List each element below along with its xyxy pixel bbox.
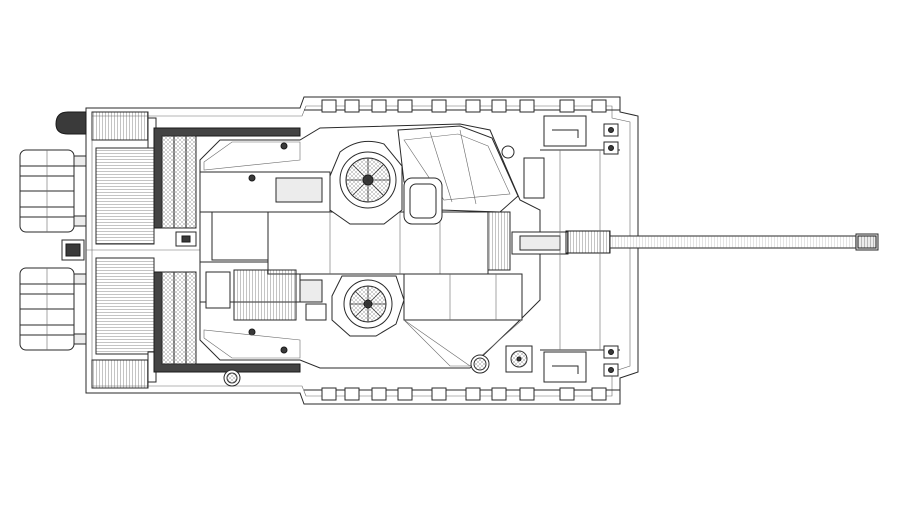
hull-inner-line — [91, 105, 631, 397]
front-hatch-upper — [543, 115, 587, 147]
lower-side-skirt — [304, 387, 620, 401]
fuel-drum-lower — [19, 267, 87, 351]
turret-outline — [199, 123, 541, 369]
hull — [55, 96, 639, 405]
rear-engine-grilles — [91, 111, 157, 389]
turret — [199, 123, 569, 369]
fuel-drum-upper — [19, 149, 87, 233]
hull-outline — [85, 96, 639, 405]
rear-tow-hook — [55, 111, 87, 135]
turret-grille-lower — [233, 269, 297, 321]
turret-front-lower — [403, 273, 523, 367]
commander-cupola — [329, 140, 403, 225]
main-gun — [565, 230, 879, 254]
front-hull — [470, 115, 620, 383]
upper-side-skirt — [304, 99, 620, 113]
hull-fan-right — [505, 345, 533, 373]
front-hatch-lower — [543, 351, 587, 383]
loader-cupola — [331, 275, 405, 337]
gun-mantlet — [487, 211, 569, 271]
external-fuel-drums — [19, 149, 87, 351]
gun-thermal-sleeve — [565, 230, 611, 254]
rear-details — [175, 231, 241, 387]
turret-bustle-racks — [153, 127, 301, 373]
gunner-sight-housing — [397, 125, 545, 225]
